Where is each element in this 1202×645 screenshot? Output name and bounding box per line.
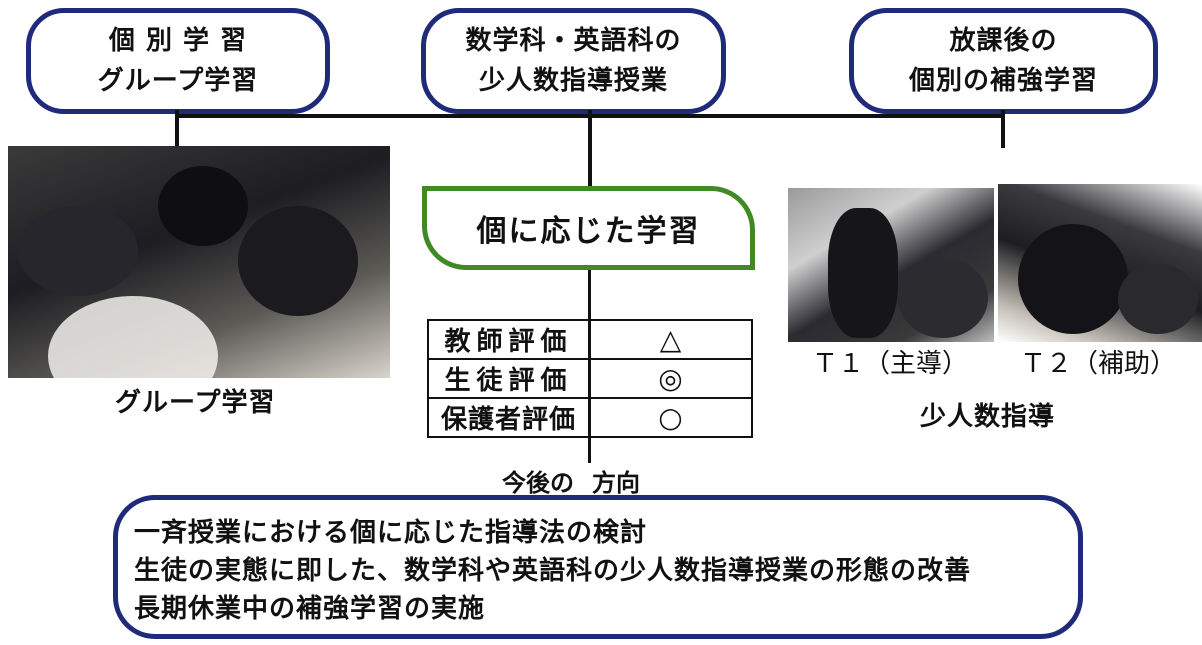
center-box-label: 個に応じた学習 xyxy=(476,214,701,249)
top-box-line: 個 別 学 習 xyxy=(108,26,248,56)
top-box-after-school: 放課後の 個別の補強学習 xyxy=(849,8,1158,114)
label-t1: Ｔ１（主導） xyxy=(812,349,969,379)
future-direction-box: 一斉授業における個に応じた指導法の検討 生徒の実態に即した、数学科や英語科の少人… xyxy=(113,495,1083,639)
direction-label-after: 方向 xyxy=(592,469,640,497)
top-box-line: 数学科・英語科の xyxy=(465,26,682,56)
photo-small-class-t2 xyxy=(998,184,1202,342)
table-row: 保護者評価 ○ xyxy=(427,397,753,438)
eval-label: 生徒評価 xyxy=(427,358,590,399)
table-row: 教師評価 △ xyxy=(427,319,753,360)
top-box-line: グループ学習 xyxy=(97,66,259,96)
photo-group-learning xyxy=(8,146,390,378)
caption-small-class: 少人数指導 xyxy=(920,402,1056,432)
caption-group-learning: グループ学習 xyxy=(115,388,276,418)
eval-mark: △ xyxy=(588,319,753,360)
center-box-individualized-learning: 個に応じた学習 xyxy=(422,186,755,270)
list-item: 生徒の実態に即した、数学科や英語科の少人数指導授業の形態の改善 xyxy=(134,556,972,586)
connector-center xyxy=(588,110,592,186)
top-box-individual-group: 個 別 学 習 グループ学習 xyxy=(26,8,330,114)
table-row: 生徒評価 ◎ xyxy=(427,358,753,399)
top-box-small-class: 数学科・英語科の 少人数指導授業 xyxy=(421,8,726,114)
label-t2: Ｔ２（補助） xyxy=(1020,349,1177,379)
direction-label-before: 今後の xyxy=(502,469,574,497)
connector-right xyxy=(1001,110,1005,148)
list-item: 一斉授業における個に応じた指導法の検討 xyxy=(134,518,648,548)
evaluation-table: 教師評価 △ 生徒評価 ◎ 保護者評価 ○ xyxy=(427,319,753,438)
top-box-line: 個別の補強学習 xyxy=(908,66,1098,96)
eval-label: 保護者評価 xyxy=(427,397,590,438)
eval-label: 教師評価 xyxy=(427,319,590,360)
eval-mark: ◎ xyxy=(588,358,753,399)
list-item: 長期休業中の補強学習の実施 xyxy=(134,594,486,624)
connector-left xyxy=(175,110,179,148)
photo-small-class-t1 xyxy=(788,188,994,342)
direction-label: 今後の方向 xyxy=(500,463,642,498)
top-box-line: 少人数指導授業 xyxy=(478,66,668,96)
eval-mark: ○ xyxy=(588,397,753,438)
top-box-line: 放課後の xyxy=(949,26,1058,56)
